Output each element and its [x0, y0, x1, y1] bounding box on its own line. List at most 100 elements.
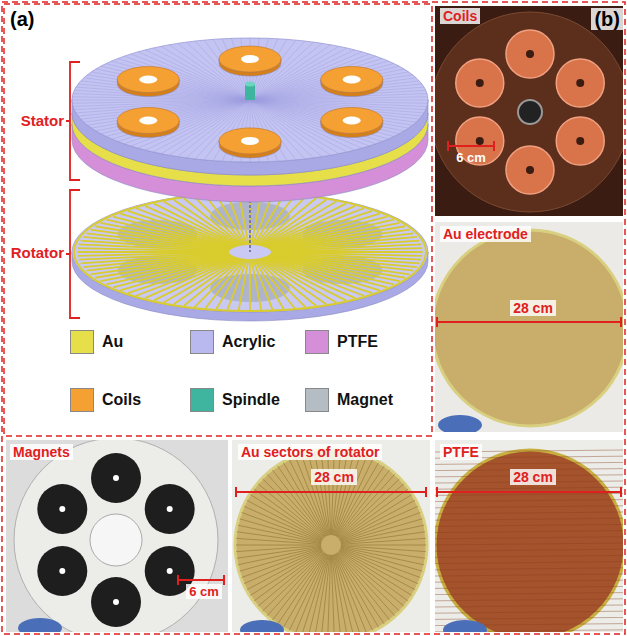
- sector-line: [273, 553, 325, 620]
- bracket: [66, 190, 80, 318]
- copper-coil: [556, 117, 604, 165]
- label-patch: 28 cm: [311, 469, 357, 485]
- au-sector: [259, 258, 326, 304]
- ptfe-streak: [435, 506, 623, 508]
- sector-line: [238, 525, 321, 543]
- bearing: [518, 100, 542, 124]
- dimension-line: [448, 141, 494, 151]
- ptfe-streak: [435, 617, 623, 619]
- panel-frame: [4, 4, 432, 436]
- photo: [6, 440, 228, 632]
- sector-line: [339, 550, 411, 595]
- sector-line: [341, 519, 423, 542]
- magnet-hole: [59, 568, 65, 574]
- coil-core: [476, 79, 484, 87]
- magnet-hole: [113, 475, 119, 481]
- sector-line: [240, 548, 322, 571]
- sector-line: [236, 538, 321, 544]
- ptfe-streak: [435, 605, 623, 607]
- dimension-line: [448, 145, 494, 147]
- label-holder: 6 cm: [174, 585, 234, 600]
- photo: [435, 6, 623, 216]
- coil: [117, 67, 179, 93]
- glove: [443, 620, 487, 632]
- sector-line: [333, 555, 354, 632]
- au-sector: [249, 259, 251, 310]
- ptfe-streak: [435, 462, 623, 464]
- dimension-line: [236, 487, 426, 497]
- dimension-line: [437, 321, 621, 323]
- label-patch: 28 cm: [510, 300, 556, 316]
- ptfe-streak: [435, 531, 623, 533]
- acrylic-grid: [250, 97, 428, 100]
- coil-hole: [343, 116, 361, 124]
- legend-text: Coils: [102, 391, 141, 409]
- sector-line: [236, 546, 321, 552]
- label-holder: 28 cm: [499, 300, 567, 316]
- dimension-tick: [436, 317, 438, 327]
- glove: [438, 415, 482, 432]
- legend-item: Au: [70, 330, 123, 354]
- coil-core: [526, 166, 534, 174]
- sector-line: [339, 495, 411, 540]
- sector-line: [236, 545, 321, 546]
- ptfe-streak: [435, 593, 623, 595]
- dimension-tick: [223, 575, 225, 585]
- coil-hole: [139, 76, 157, 84]
- sector-line: [328, 555, 331, 632]
- coil: [321, 67, 383, 93]
- legend-swatch: [190, 388, 214, 412]
- legend-swatch: [70, 388, 94, 412]
- au-sector: [251, 259, 261, 310]
- coil-hole: [241, 137, 259, 145]
- sector-line: [340, 513, 420, 542]
- label-holder: 28 cm: [300, 469, 368, 485]
- sector-line: [341, 545, 426, 546]
- legend-text: Acrylic: [222, 333, 275, 351]
- photo: [232, 440, 430, 632]
- panel-label: (a): [10, 8, 50, 31]
- acrylic-plate: [14, 440, 218, 632]
- photo: [435, 440, 623, 632]
- coil: [321, 107, 383, 133]
- dimension-tick: [620, 487, 622, 497]
- sector-line: [332, 555, 341, 632]
- sector-line: [339, 551, 408, 601]
- sector-line: [254, 489, 323, 539]
- magnet-disc: [91, 453, 141, 503]
- coil-core: [576, 137, 584, 145]
- bracket: [66, 62, 80, 180]
- au-sector: [195, 197, 244, 245]
- ptfe-streak: [435, 487, 623, 489]
- au-rotator: [235, 449, 427, 632]
- sector-line: [244, 506, 322, 541]
- au-sector: [257, 259, 306, 307]
- magnet-disc: [37, 546, 87, 596]
- legend-item: Coils: [70, 388, 141, 412]
- legend-text: PTFE: [337, 333, 378, 351]
- ptfe-streak: [435, 574, 623, 576]
- photo-label: Au electrode: [440, 226, 531, 242]
- dimension-tick: [493, 141, 495, 151]
- sector-line: [337, 553, 389, 620]
- sector-line: [341, 538, 426, 544]
- part-label: Stator: [2, 112, 64, 129]
- sector-line: [340, 549, 418, 584]
- legend-swatch: [70, 330, 94, 354]
- photo: [435, 222, 623, 432]
- legend-swatch: [305, 330, 329, 354]
- ptfe-film: [435, 450, 623, 632]
- magnet-hole: [167, 506, 173, 512]
- sector-line: [340, 500, 415, 540]
- coil: [219, 46, 281, 72]
- ptfe-streak: [435, 493, 623, 495]
- dimension-line: [437, 487, 621, 497]
- board: [435, 12, 623, 212]
- photo-label: 6 cm: [446, 151, 496, 166]
- copper-coil: [556, 59, 604, 107]
- sector-line: [254, 551, 323, 601]
- label-holder: 28 cm: [499, 469, 567, 485]
- copper-coil: [456, 59, 504, 107]
